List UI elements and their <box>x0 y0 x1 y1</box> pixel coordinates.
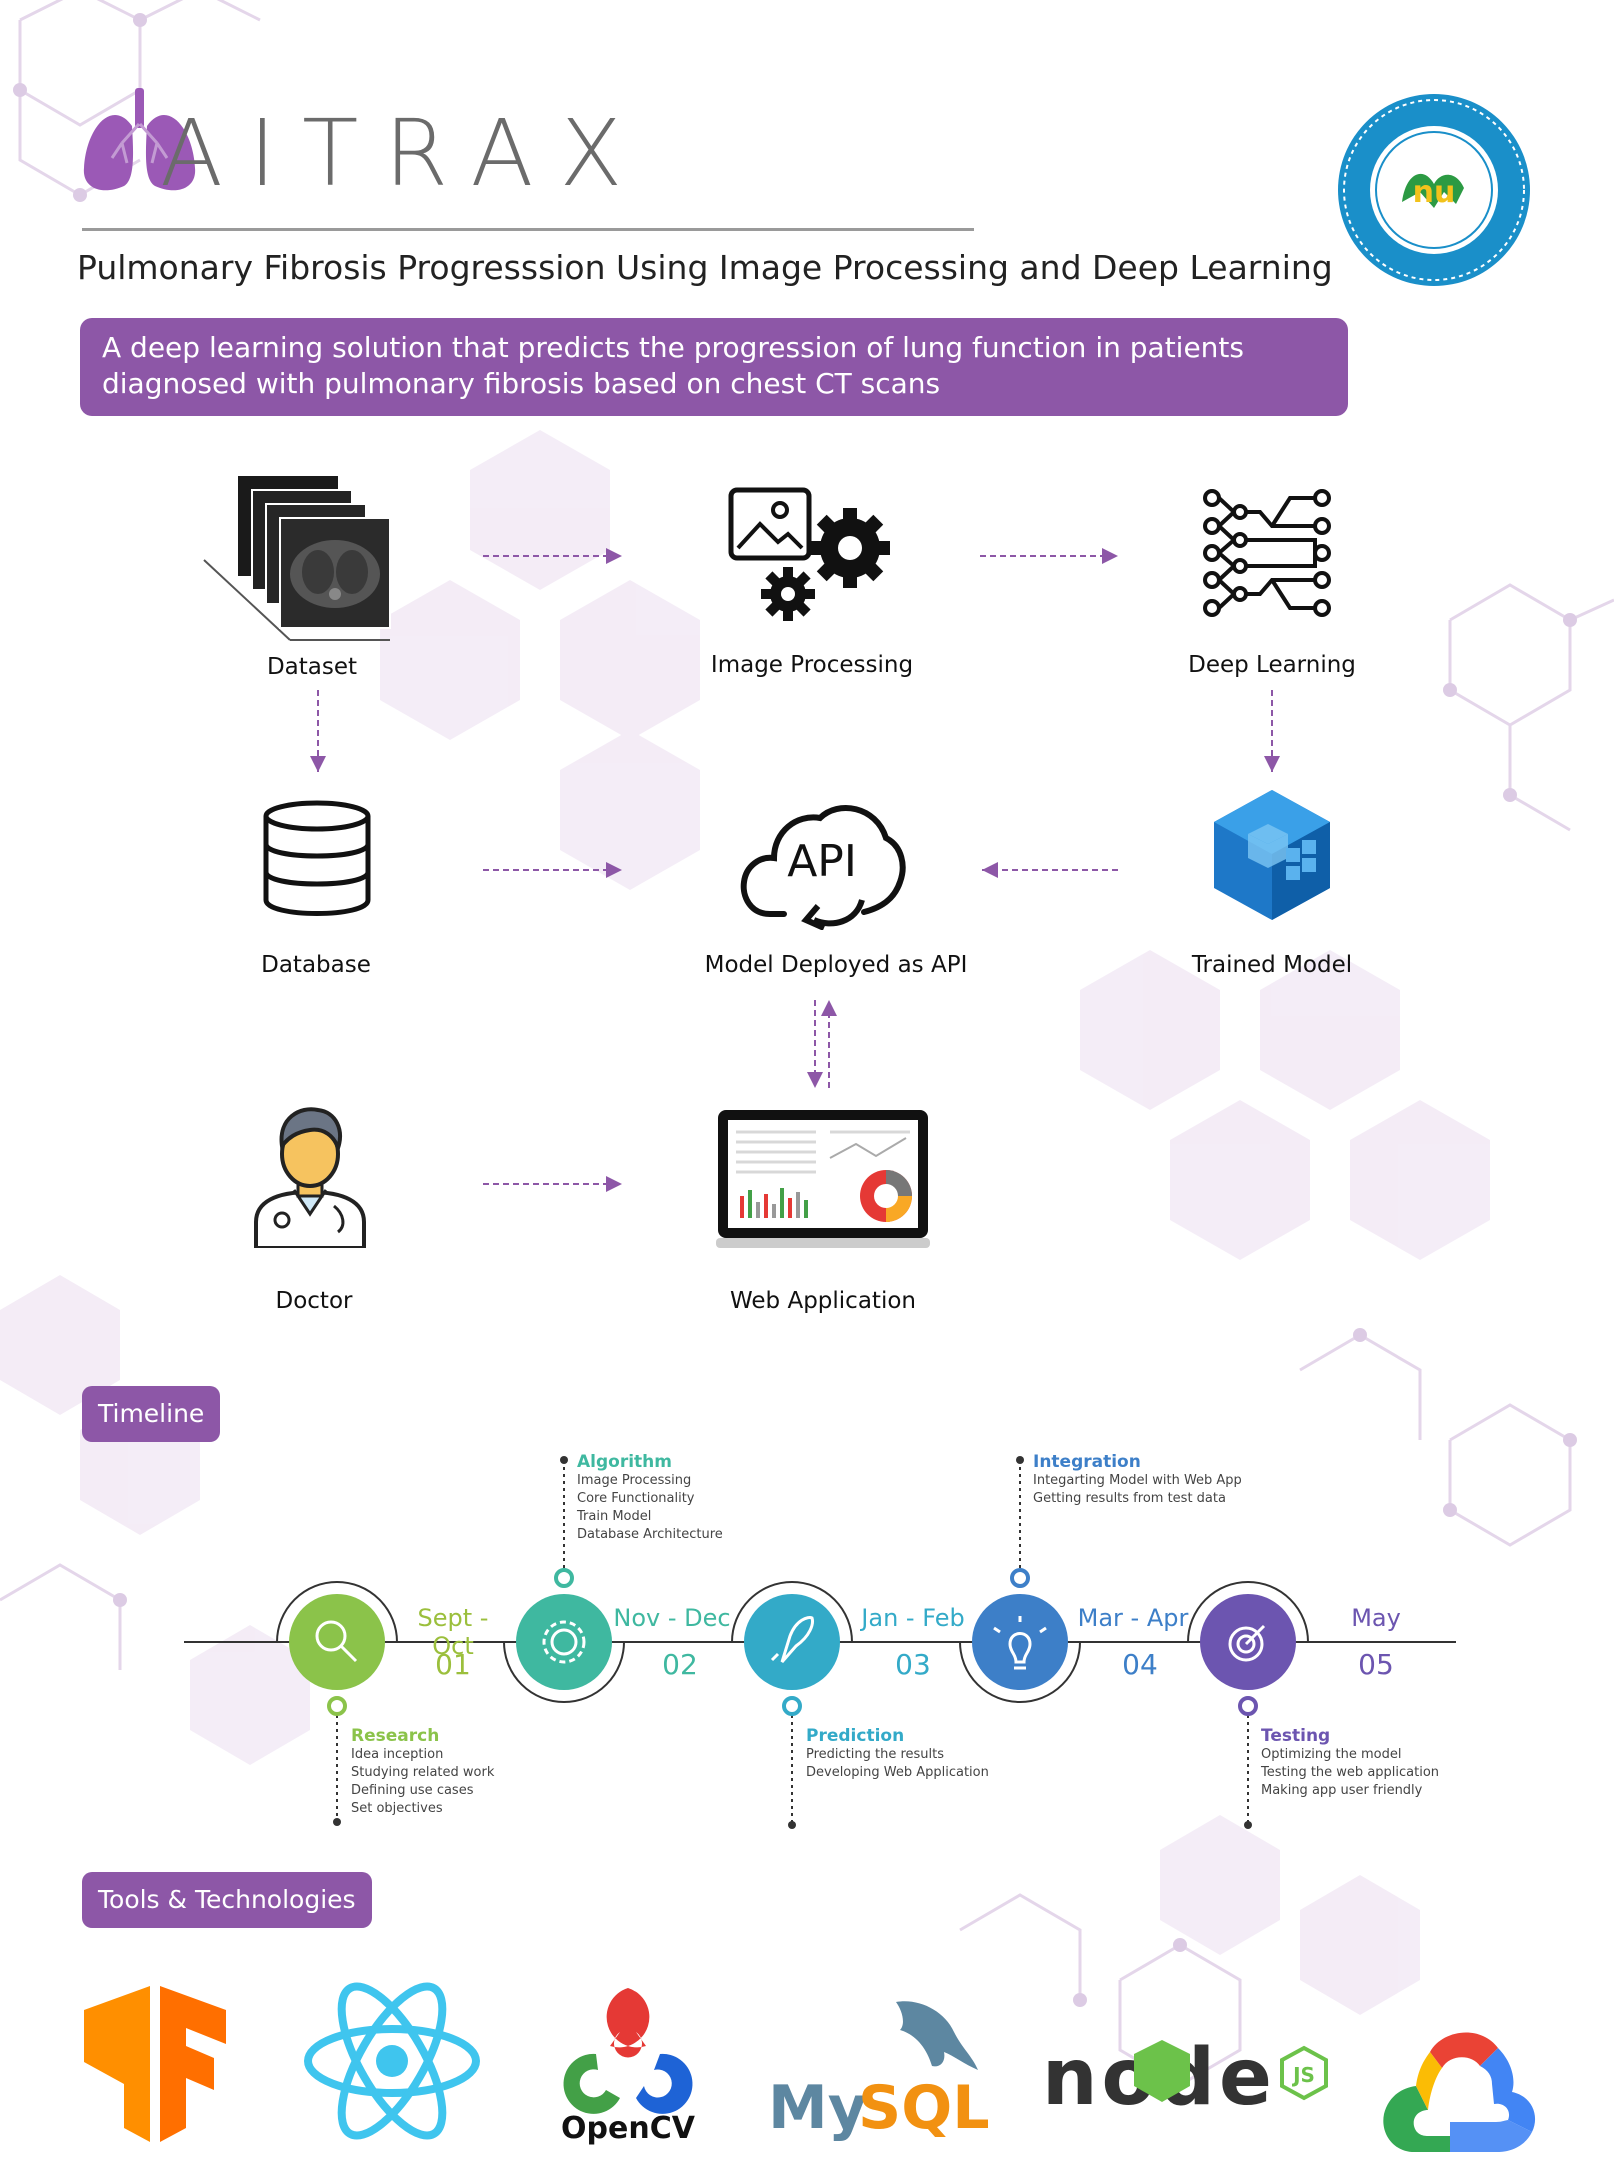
milestone-item: Idea inception <box>351 1747 444 1762</box>
milestone-item: Making app user friendly <box>1261 1783 1423 1798</box>
milestone-item: Integarting Model with Web App <box>1033 1473 1242 1488</box>
timeline-period-04: Mar - Apr <box>1077 1604 1189 1632</box>
nodejs-logo-icon: node JS <box>1042 2040 1328 2123</box>
milestone-item: Core Functionality <box>577 1491 695 1506</box>
database-icon <box>263 800 371 916</box>
trained-model-cube-icon <box>1214 790 1330 920</box>
workflow-arrows <box>310 548 1280 1192</box>
image-processing-label: Image Processing <box>710 652 914 678</box>
milestone-title: Research <box>351 1726 440 1746</box>
milestone-item: Database Architecture <box>577 1527 723 1542</box>
api-label: Model Deployed as API <box>704 952 968 978</box>
react-logo-icon <box>304 1982 480 2140</box>
milestone-testing: Testing Optimizing the model Testing the… <box>1261 1726 1439 1800</box>
opencv-text: OpenCV <box>561 2111 696 2146</box>
timeline-number-03: 03 <box>895 1648 931 1681</box>
milestone-title: Integration <box>1033 1452 1141 1472</box>
trained-model-label: Trained Model <box>1191 952 1353 978</box>
ct-scan-stack-icon <box>203 476 391 641</box>
mysql-logo-icon: My SQL <box>768 2001 988 2142</box>
milestone-item: Optimizing the model <box>1261 1747 1402 1762</box>
image-processing-icon <box>728 487 890 621</box>
dataset-label: Dataset <box>266 654 358 680</box>
university-seal-logo: nu <box>1338 94 1530 286</box>
neural-network-icon <box>1203 489 1331 617</box>
milestone-title: Algorithm <box>577 1452 672 1472</box>
doctor-label: Doctor <box>275 1288 353 1314</box>
mysql-my-text: My <box>768 2073 867 2142</box>
api-cloud-icon: API <box>740 805 906 930</box>
milestone-item: Studying related work <box>351 1765 495 1780</box>
milestone-algorithm: Algorithm Image Processing Core Function… <box>577 1452 723 1544</box>
timeline-track <box>184 1456 1456 1829</box>
mysql-sql-text: SQL <box>858 2073 988 2142</box>
lungs-logo-icon <box>83 88 196 191</box>
api-icon-text: API <box>787 836 857 887</box>
timeline-heading: Timeline <box>82 1386 221 1442</box>
milestone-title: Prediction <box>806 1726 905 1746</box>
timeline-number-02: 02 <box>662 1648 698 1681</box>
google-cloud-logo-icon <box>1383 2032 1536 2152</box>
node-js-text: JS <box>1291 2063 1315 2087</box>
timeline-period-03: Jan - Feb <box>861 1604 965 1632</box>
timeline-period-02: Nov - Dec <box>613 1604 731 1632</box>
svg-text:nu: nu <box>1413 175 1456 210</box>
milestone-item: Getting results from test data <box>1033 1491 1226 1506</box>
tools-heading: Tools & Technologies <box>82 1872 372 1928</box>
timeline-period-01: Sept - Oct <box>417 1604 489 1660</box>
milestone-research: Research Idea inception Studying related… <box>351 1726 494 1818</box>
milestone-item: Set objectives <box>351 1801 443 1816</box>
web-app-label: Web Application <box>730 1288 916 1314</box>
deep-learning-label: Deep Learning <box>1188 652 1356 678</box>
milestone-item: Developing Web Application <box>806 1765 989 1780</box>
milestone-title: Testing <box>1261 1726 1331 1746</box>
milestone-item: Testing the web application <box>1261 1765 1440 1780</box>
opencv-logo-icon: OpenCV <box>561 1988 696 2146</box>
milestone-integration: Integration Integarting Model with Web A… <box>1033 1452 1242 1508</box>
milestone-prediction: Prediction Predicting the results Develo… <box>806 1726 989 1782</box>
milestone-item: Image Processing <box>577 1473 692 1488</box>
timeline-number-04: 04 <box>1122 1648 1158 1681</box>
timeline-number-01: 01 <box>435 1648 471 1681</box>
timeline-number-05: 05 <box>1358 1648 1394 1681</box>
milestone-item: Predicting the results <box>806 1747 945 1762</box>
milestone-item: Defining use cases <box>351 1783 474 1798</box>
brand-name: AITRAX <box>160 100 649 207</box>
timeline-period-05: May <box>1351 1604 1401 1632</box>
tensorflow-logo-icon <box>84 1986 226 2142</box>
page-subtitle: Pulmonary Fibrosis Progresssion Using Im… <box>77 248 1333 287</box>
description-banner: A deep learning solution that predicts t… <box>80 318 1348 416</box>
web-app-dashboard-icon <box>716 1110 930 1248</box>
doctor-avatar-icon <box>254 1107 366 1248</box>
header-divider <box>82 228 974 231</box>
milestone-item: Train Model <box>577 1509 652 1524</box>
database-label: Database <box>261 952 371 978</box>
